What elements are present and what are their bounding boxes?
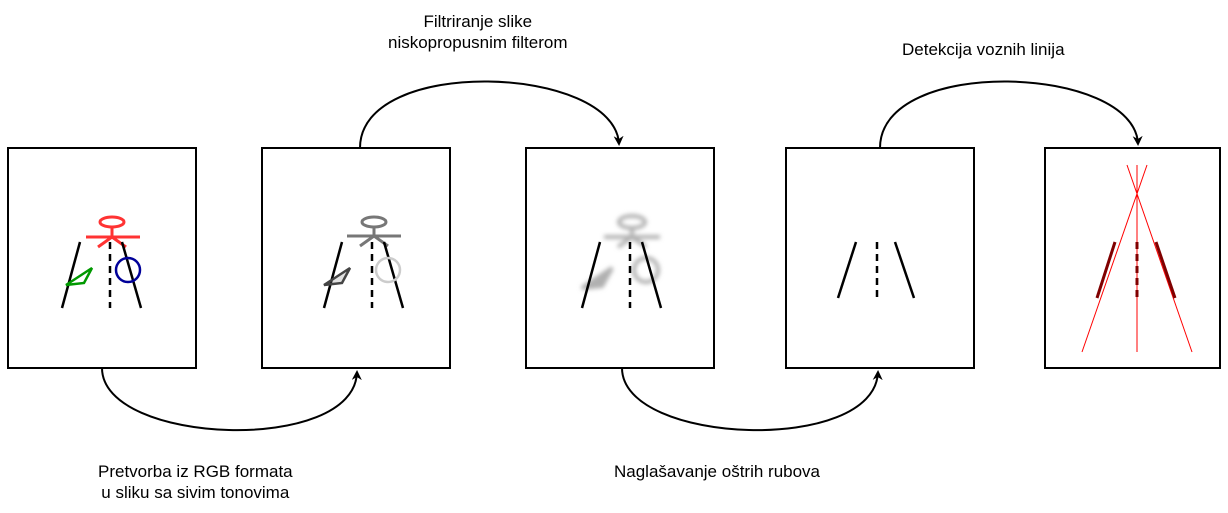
circle-icon bbox=[114, 256, 142, 284]
frame-original bbox=[7, 147, 197, 369]
frame-grayscale bbox=[261, 147, 451, 369]
circle-icon bbox=[374, 256, 402, 284]
frame-detection bbox=[1044, 147, 1221, 369]
arrow-step-1 bbox=[101, 367, 362, 432]
label-step-3: Naglašavanje oštrih rubova bbox=[614, 461, 820, 482]
lane-lines bbox=[580, 241, 663, 309]
label-step-1-line-1: Pretvorba iz RGB formata bbox=[98, 462, 293, 481]
label-step-2-line-2: niskopropusnim filterom bbox=[388, 33, 568, 52]
label-step-4: Detekcija voznih linija bbox=[902, 39, 1065, 60]
label-step-2-line-1: Filtriranje slike bbox=[423, 12, 533, 31]
triangle-icon bbox=[65, 266, 94, 287]
person-icon bbox=[347, 215, 401, 248]
lane-lines bbox=[836, 241, 916, 299]
frame-original-border bbox=[7, 147, 197, 369]
frame-filtered bbox=[525, 147, 715, 369]
label-step-1: Pretvorba iz RGB formata u sliku sa sivi… bbox=[98, 461, 293, 503]
lane-lines bbox=[322, 241, 405, 309]
label-step-1-line-2: u sliku sa sivim tonovima bbox=[101, 483, 290, 502]
frame-grayscale-border bbox=[261, 147, 451, 369]
lane-lines bbox=[60, 241, 143, 309]
triangle-icon bbox=[323, 266, 352, 287]
label-step-3-line-1: Naglašavanje oštrih rubova bbox=[614, 462, 821, 481]
frame-edges-border bbox=[785, 147, 975, 369]
frame-edges bbox=[785, 147, 975, 369]
frame-detection-border bbox=[1044, 147, 1221, 369]
label-step-4-line-1: Detekcija voznih linija bbox=[902, 40, 1065, 59]
arrow-step-2 bbox=[359, 80, 624, 149]
label-step-2: Filtriranje slike niskopropusnim filtero… bbox=[388, 11, 568, 53]
arrow-step-4 bbox=[879, 80, 1143, 149]
arrow-step-3 bbox=[621, 367, 883, 432]
frame-filtered-border bbox=[525, 147, 715, 369]
detected-segments bbox=[1095, 241, 1177, 299]
